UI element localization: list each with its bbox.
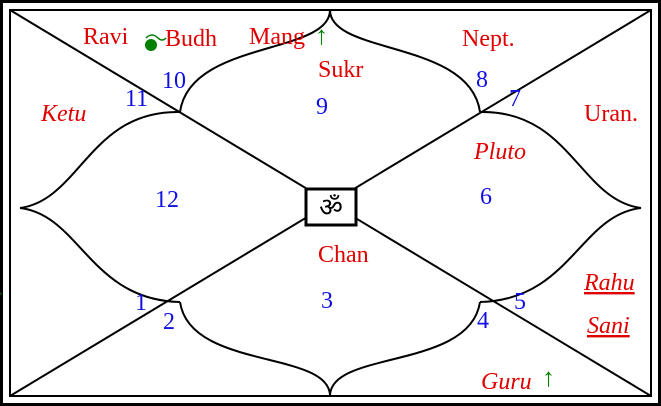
house-number-7: 7 <box>509 86 521 112</box>
curve-right-top <box>479 110 642 209</box>
planet-pluto: Pluto <box>473 139 526 165</box>
planet-rahu: Rahu <box>583 270 635 296</box>
mang-arrow-icon: ↑ <box>315 21 328 50</box>
house-number-11: 11 <box>125 86 148 112</box>
house-number-6: 6 <box>480 184 492 210</box>
curve-bottom-right <box>329 301 481 397</box>
center-box <box>304 187 358 227</box>
curve-left-bottom <box>19 207 181 303</box>
curve-top-left <box>179 9 331 113</box>
house-number-10: 10 <box>162 68 186 94</box>
planet-chan: Chan <box>318 242 369 268</box>
house-number-4: 4 <box>477 308 489 334</box>
curve-bottom-left <box>179 301 331 397</box>
planet-mang: Mang <box>249 24 305 50</box>
planet-uran: Uran. <box>584 101 638 127</box>
curve-right-bottom <box>479 207 642 303</box>
house-number-3: 3 <box>321 288 333 314</box>
planet-guru: Guru <box>481 369 532 395</box>
planet-ketu: Ketu <box>40 101 86 127</box>
planet-nept: Nept. <box>462 26 515 52</box>
planet-budh: Budh <box>165 26 217 52</box>
house-number-2: 2 <box>163 309 175 335</box>
combust-icon <box>145 34 167 51</box>
curve-top-right <box>329 9 481 113</box>
house-number-12: 12 <box>155 187 179 213</box>
house-curves <box>19 9 642 397</box>
house-number-1: 1 <box>135 290 147 316</box>
curve-left-top <box>19 110 181 209</box>
house-number-5: 5 <box>514 289 526 315</box>
planet-ravi: Ravi <box>83 24 129 50</box>
planet-sukr: Sukr <box>318 57 363 83</box>
house-number-8: 8 <box>476 67 488 93</box>
guru-arrow-icon: ↑ <box>542 363 555 392</box>
planet-sani: Sani <box>587 313 630 339</box>
house-number-9: 9 <box>316 94 328 120</box>
left-arrow-icon: ↑ <box>0 282 5 311</box>
om-symbol: ॐ <box>319 193 343 222</box>
